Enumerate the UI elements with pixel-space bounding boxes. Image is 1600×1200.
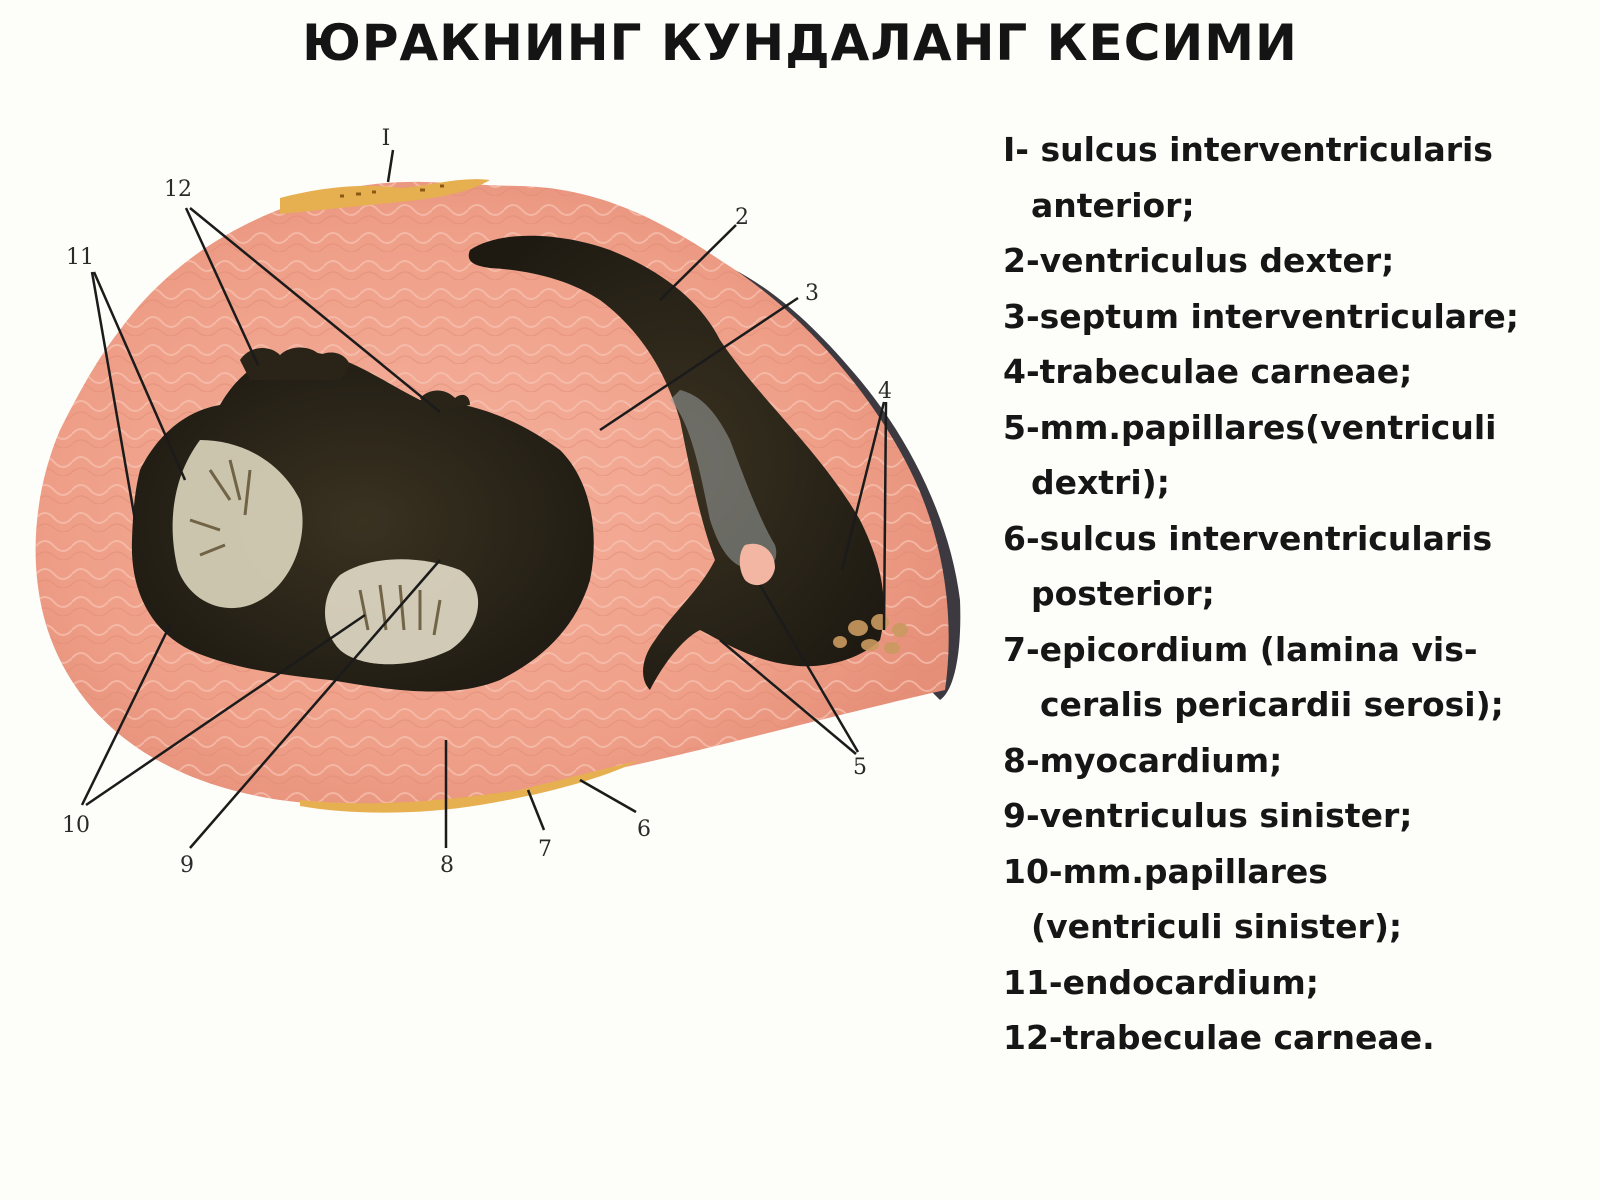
leader-1 xyxy=(386,149,395,183)
leader-lines xyxy=(80,149,888,849)
label-2: 2 xyxy=(735,205,749,230)
leader-11a xyxy=(90,271,137,521)
right-ventricle-trabeculae xyxy=(833,614,908,654)
leader-4a xyxy=(840,401,886,571)
label-8: 8 xyxy=(440,853,454,878)
label-9: 9 xyxy=(180,853,194,878)
label-12: 12 xyxy=(164,177,192,202)
left-ventricle-trabeculae xyxy=(189,459,442,636)
legend-item-10-cont: (ventriculi sinister); xyxy=(1031,907,1403,946)
right-ventricle-septal-band xyxy=(670,390,777,571)
legend-item-10: 10-mm.papillares xyxy=(1003,851,1328,891)
leader-5b xyxy=(719,639,857,755)
legend-item-7: 7-epicordium (lamina vis- xyxy=(1003,629,1478,669)
legend-list: I- sulcus interventricularis anterior; 2… xyxy=(1003,122,1593,1066)
right-ventricle-cavity xyxy=(468,235,884,690)
legend-item-5: 5-mm.papillares(ventriculi xyxy=(1003,407,1497,447)
leader-5a xyxy=(758,584,860,753)
label-10: 10 xyxy=(62,813,90,838)
page-title: ЮРАКНИНГ КУНДАЛАНГ КЕСИМИ xyxy=(302,14,1298,72)
posterior-sulcus-fat xyxy=(300,760,640,813)
leader-11b xyxy=(92,271,187,481)
leader-2 xyxy=(659,224,737,301)
leader-9 xyxy=(189,559,441,849)
leader-12a xyxy=(184,207,260,366)
right-papillary-muscle xyxy=(739,543,775,586)
legend-item-6: 6-sulcus interventricularis xyxy=(1003,518,1493,558)
legend-item-9: 9-ventriculus sinister; xyxy=(1003,796,1413,835)
lv-upper-trabeculae xyxy=(240,347,350,380)
legend-item-3: 3-septum interventriculare; xyxy=(1003,296,1519,336)
anterior-sulcus-fat-dots xyxy=(340,184,444,198)
label-7: 7 xyxy=(538,837,552,862)
legend-item-2: 2-ventriculus dexter; xyxy=(1003,241,1395,280)
legend-item-8: 8-myocardium; xyxy=(1003,740,1283,780)
legend-item-1-cont: anterior; xyxy=(1031,185,1195,225)
heart-cross-section-figure: I 2 3 4 5 6 7 8 9 10 11 12 xyxy=(0,0,980,900)
legend-item-1: I- sulcus interventricularis xyxy=(1003,130,1493,169)
legend-item-7-cont: ceralis pericardii serosi); xyxy=(1040,685,1504,724)
leader-12b xyxy=(189,207,441,413)
legend-item-11: 11-endocardium; xyxy=(1003,962,1319,1002)
legend-item-4: 4-trabeculae carneae; xyxy=(1003,352,1413,391)
left-papillary-muscle xyxy=(172,440,303,609)
label-11: 11 xyxy=(66,245,94,270)
anterior-sulcus-fat xyxy=(280,179,490,214)
label-1: I xyxy=(382,126,391,151)
heart-section-svg: I 2 3 4 5 6 7 8 9 10 11 12 xyxy=(35,126,961,878)
leader-10b xyxy=(85,613,366,807)
label-3: 3 xyxy=(805,281,819,306)
legend-item-6-cont: posterior; xyxy=(1031,574,1215,613)
leader-7 xyxy=(526,789,546,831)
left-ventricle-cavity xyxy=(131,351,594,692)
legend-item-5-cont: dextri); xyxy=(1031,463,1170,502)
label-5: 5 xyxy=(853,755,867,780)
label-4: 4 xyxy=(878,379,892,404)
leader-4b xyxy=(882,401,888,631)
leader-6 xyxy=(579,778,637,814)
legend-item-12: 12-trabeculae carneae. xyxy=(1003,1018,1435,1057)
leader-3 xyxy=(599,296,799,432)
number-labels: I 2 3 4 5 6 7 8 9 10 11 12 xyxy=(62,126,892,878)
label-6: 6 xyxy=(637,817,651,842)
leader-10a xyxy=(80,624,172,806)
